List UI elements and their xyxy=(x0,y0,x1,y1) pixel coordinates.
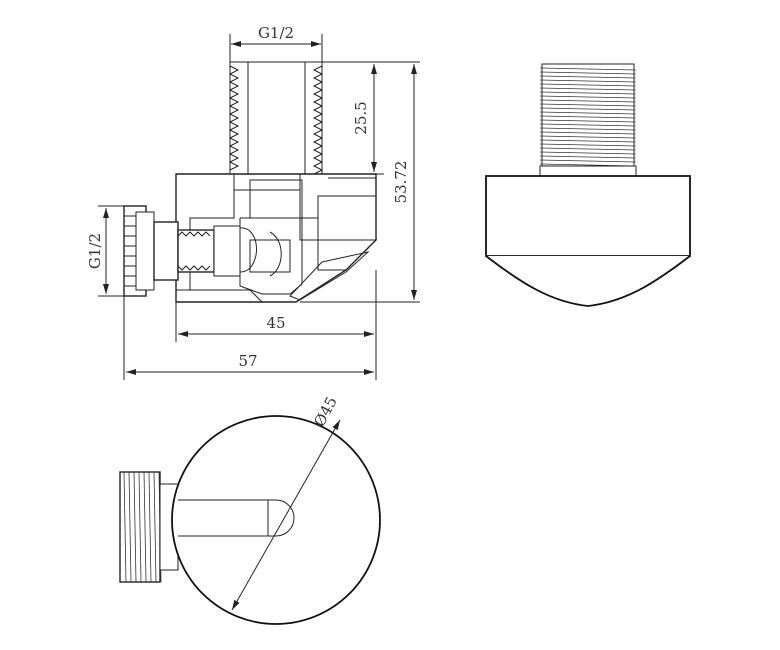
elevation-thread-lines xyxy=(539,67,637,167)
thread-line xyxy=(153,471,157,583)
thread-line xyxy=(133,471,137,583)
thread-line xyxy=(539,87,637,91)
side-elevation-view xyxy=(485,63,691,307)
dim-overall-width-label: 57 xyxy=(238,352,257,370)
dim-top-thread: G1/2 xyxy=(229,24,323,62)
thread-line xyxy=(539,123,637,127)
thread-line xyxy=(539,135,637,139)
thread-line xyxy=(539,83,637,87)
elevation-threaded-stem xyxy=(539,63,637,177)
side-inlet xyxy=(123,205,241,297)
thread-line xyxy=(539,119,637,123)
thread-line xyxy=(128,471,132,583)
thread-line xyxy=(539,151,637,155)
dim-riser-height-label: 25.5 xyxy=(352,101,370,134)
dim-diameter-label: Ø45 xyxy=(310,394,341,430)
thread-line xyxy=(539,75,637,79)
thread-line xyxy=(123,471,127,583)
plan-inlet-thread xyxy=(119,471,179,583)
thread-line xyxy=(539,103,637,107)
thread-line xyxy=(539,147,637,151)
dim-overall-width: 57 xyxy=(123,296,374,380)
thread-line xyxy=(539,95,637,99)
thread-line xyxy=(539,131,637,135)
thread-line xyxy=(148,471,152,583)
thread-line xyxy=(539,143,637,147)
thread-line xyxy=(539,115,637,119)
dim-total-height-label: 53.72 xyxy=(392,161,410,204)
dim-side-thread-label: G1/2 xyxy=(86,233,104,269)
dim-body-width-label: 45 xyxy=(266,314,285,332)
thread-line xyxy=(539,159,637,163)
dim-body-width: 45 xyxy=(175,270,377,380)
dim-riser-height: 25.5 xyxy=(322,61,384,175)
section-view: G1/2 25.5 53.72 G1/2 45 xyxy=(86,24,420,380)
thread-line xyxy=(539,99,637,103)
thread-line xyxy=(539,155,637,159)
thread-line xyxy=(138,471,142,583)
riser-thread-right xyxy=(312,65,324,175)
thread-line xyxy=(539,127,637,131)
riser-pipe xyxy=(228,61,324,175)
thread-line xyxy=(143,471,147,583)
riser-thread-left xyxy=(228,65,240,171)
plan-view: Ø45 xyxy=(119,394,381,625)
dim-total-height: 53.72 xyxy=(300,61,420,303)
thread-line xyxy=(539,79,637,83)
dim-side-thread: G1/2 xyxy=(86,205,124,297)
thread-line xyxy=(539,71,637,75)
dim-top-thread-label: G1/2 xyxy=(258,24,294,42)
thread-line xyxy=(539,91,637,95)
thread-line xyxy=(539,67,637,71)
thread-line xyxy=(539,111,637,115)
elevation-body xyxy=(485,175,691,307)
thread-line xyxy=(539,107,637,111)
thread-line xyxy=(539,139,637,143)
